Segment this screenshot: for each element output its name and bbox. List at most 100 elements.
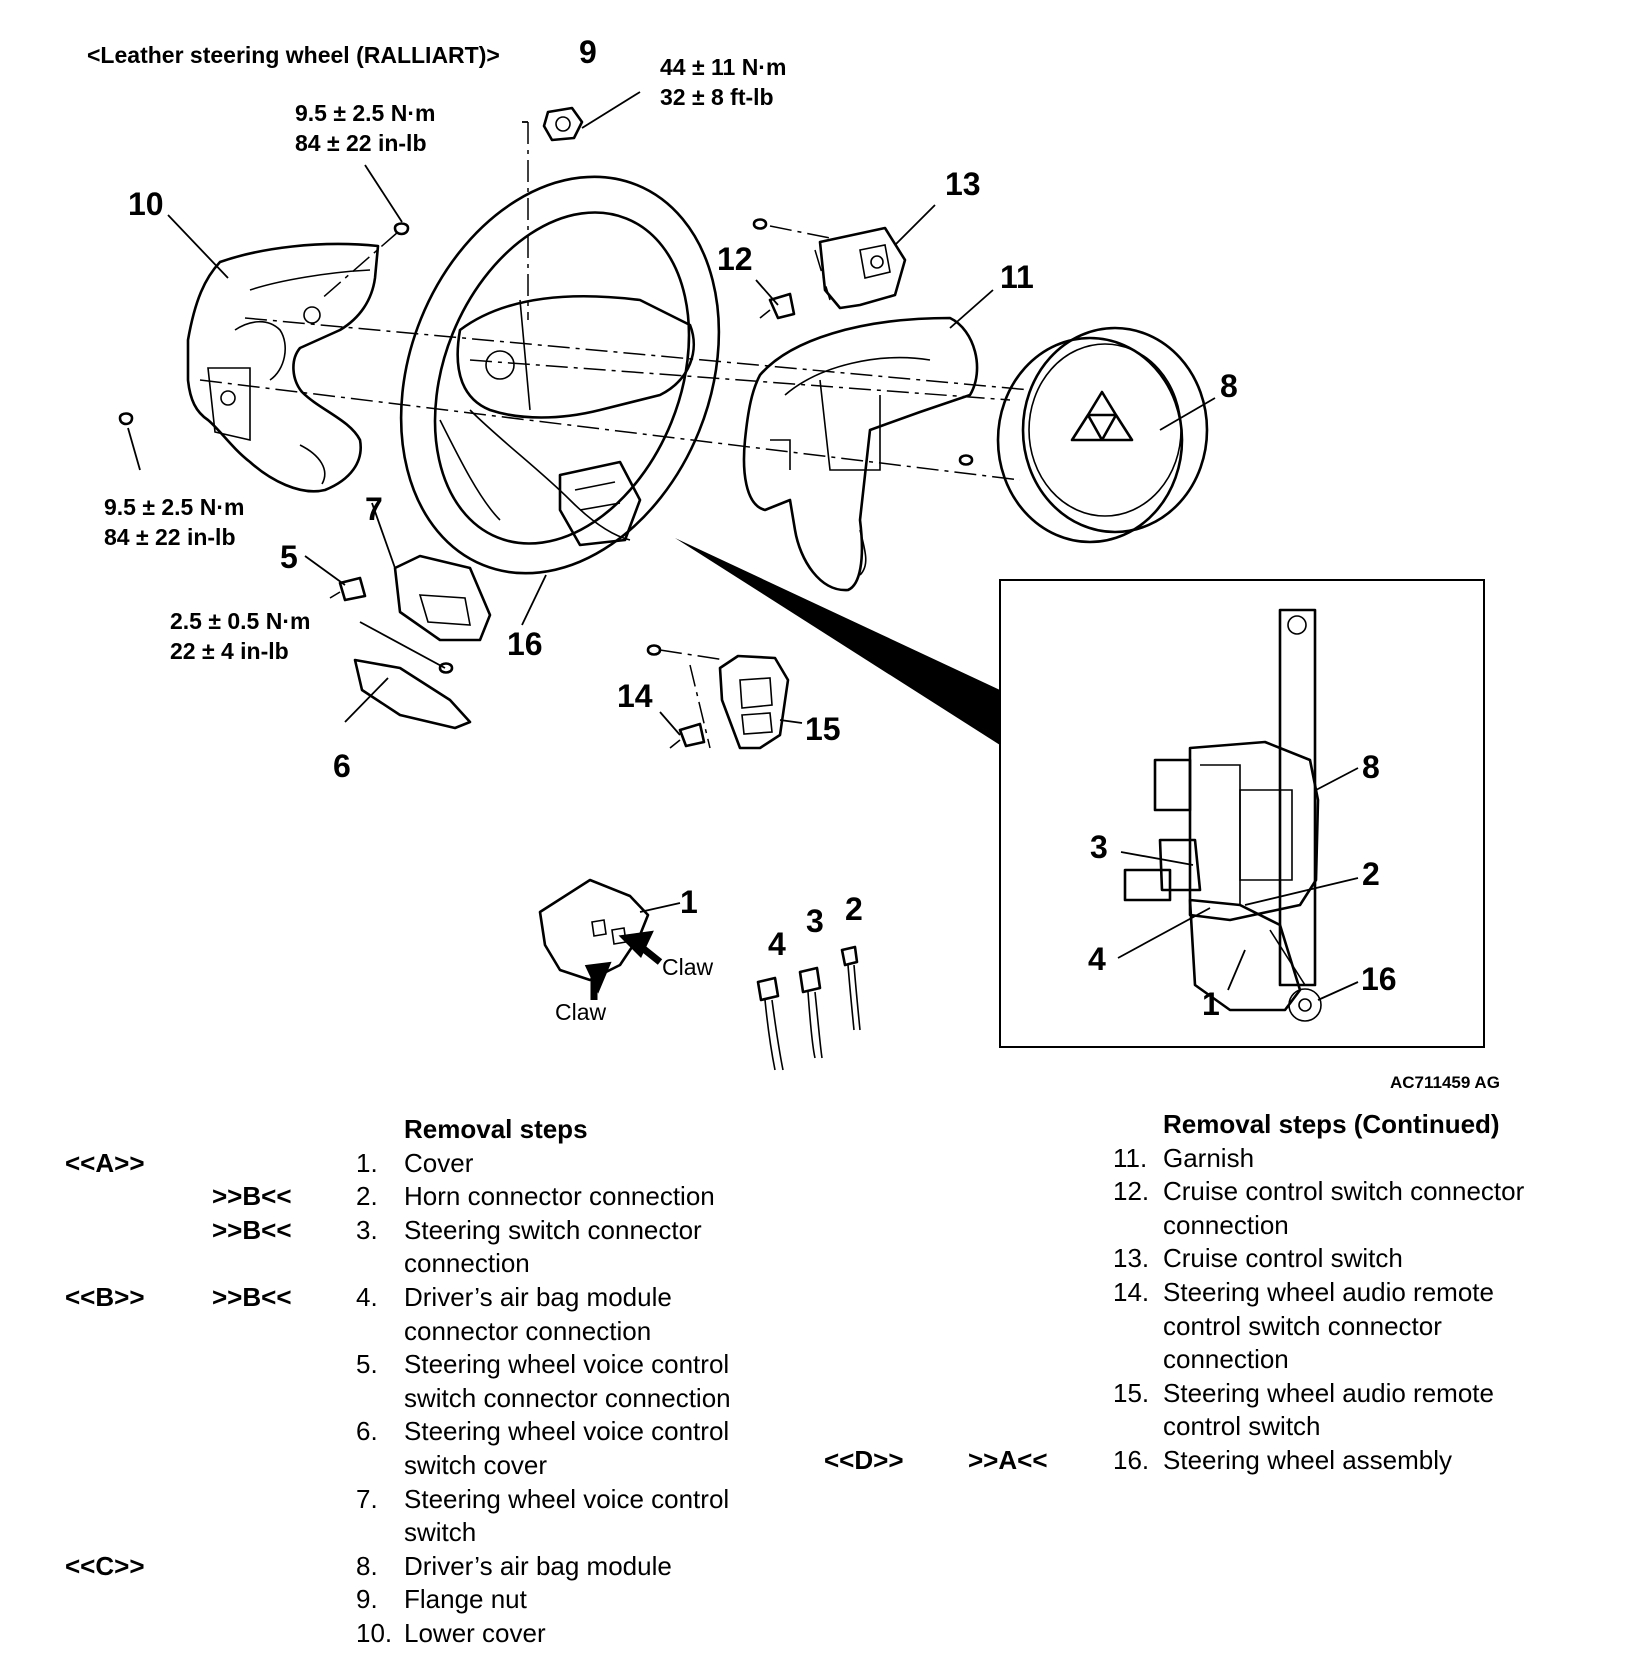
removal-step-11: 11. Garnish [0, 1142, 1543, 1176]
bolt-garnish [958, 454, 974, 466]
removal-step-text: Steering wheel voice control switch [404, 1483, 730, 1548]
removal-step-12: 12. Cruise control switch connector conne… [0, 1175, 1543, 1242]
callout-7: 7 [365, 491, 383, 527]
figure-code: AC711459 AG [1390, 1073, 1500, 1090]
removal-step-text: Steering wheel audio remote control swit… [1163, 1377, 1494, 1442]
removal-step-text: Garnish [1163, 1142, 1255, 1173]
inset-detail [999, 579, 1485, 1048]
removal-step-10: 10. Lower cover [0, 1617, 764, 1651]
callout-9: 9 [579, 34, 597, 70]
inset-callout-8: 8 [1362, 749, 1380, 785]
inset-callout-16: 16 [1361, 961, 1397, 997]
removal-step-text: Lower cover [404, 1617, 546, 1648]
removal-step-1: <<A>> 1. Cover [0, 1147, 764, 1181]
callout-4: 4 [768, 926, 786, 962]
callout-10: 10 [128, 186, 164, 222]
removal-step-7: 7. Steering wheel voice control switch [0, 1483, 764, 1550]
removal-step-4: <<B>> >>B<< 4. Driver’s air bag module conn… [0, 1281, 764, 1348]
removal-step-text: Cover [404, 1147, 474, 1178]
removal-step-c1: <<B>> [65, 1281, 145, 1312]
lower-cover-drawing [186, 242, 380, 493]
alignment-lines [199, 122, 1031, 749]
removal-step-5: 5. Steering wheel voice control switch co… [0, 1348, 764, 1415]
torque-lower-cover-top-1: 9.5 ± 2.5 N·m [295, 100, 435, 126]
torque-lower-cover-side-2: 84 ± 22 in-lb [104, 524, 236, 550]
removal-step-text: Steering wheel voice control switch cove… [404, 1416, 730, 1480]
callout-11: 11 [1000, 259, 1034, 295]
callout-13: 13 [945, 166, 981, 202]
removal-step-9: 9. Flange nut [0, 1583, 764, 1617]
leader-lines [127, 91, 1216, 736]
inset-pointer [675, 538, 1000, 745]
connectors-234 [756, 945, 861, 1071]
removal-step-num: 11. [1113, 1142, 1148, 1173]
removal-step-num: 2. [356, 1181, 378, 1212]
callout-2: 2 [845, 891, 863, 927]
inset-callout-2: 2 [1362, 856, 1380, 892]
removal-step-num: 12. [1113, 1176, 1150, 1207]
removal-steps-heading: Removal steps [404, 1114, 588, 1144]
torque-voice-switch-2: 22 ± 4 in-lb [170, 638, 289, 664]
removal-step-13: 13. Cruise control switch [0, 1242, 1543, 1276]
removal-step-num: 6. [356, 1416, 378, 1447]
removal-step-num: 5. [356, 1349, 378, 1380]
removal-step-num: 3. [356, 1214, 378, 1245]
removal-step-c2: >>A<< [968, 1444, 1048, 1475]
removal-step-c1: <<D>> [824, 1444, 904, 1475]
removal-step-text: Steering wheel assembly [1163, 1444, 1453, 1475]
removal-step-num: 16. [1113, 1444, 1150, 1475]
callout-1: 1 [680, 884, 698, 920]
diagram-title: <Leather steering wheel (RALLIART)> [87, 42, 500, 68]
callout-6: 6 [333, 748, 351, 784]
removal-step-num: 10. [356, 1617, 393, 1648]
torque-flange-nut-1: 44 ± 11 N·m [660, 54, 786, 80]
removal-steps-right: Removal steps (Continued) 11. Garnish 12. C… [0, 1108, 1632, 1478]
removal-step-text: Steering switch connector connection [404, 1214, 702, 1279]
removal-step-num: 15. [1113, 1377, 1150, 1408]
callout-12: 12 [717, 241, 753, 277]
flange-nut-drawing [542, 106, 584, 142]
inset-callout-3: 3 [1090, 829, 1108, 865]
removal-step-c2: >>B<< [212, 1281, 292, 1312]
claw-label-left: Claw [555, 999, 607, 1025]
removal-step-14: 14. Steering wheel audio remote control s… [0, 1276, 1543, 1377]
removal-steps-left-rows: <<A>>1.Cover>>B<<2.Horn connector connec… [0, 1147, 800, 1651]
callout-8: 8 [1220, 368, 1238, 404]
removal-step-text: Steering wheel audio remote control swit… [1163, 1276, 1494, 1375]
removal-step-c2: >>B<< [212, 1214, 292, 1245]
removal-step-num: 1. [356, 1147, 378, 1178]
removal-step-num: 9. [356, 1584, 378, 1615]
exploded-diagram: <Leather steering wheel (RALLIART)> [87, 34, 1500, 1090]
torque-lower-cover-side-1: 9.5 ± 2.5 N·m [104, 494, 244, 520]
removal-step-c2: >>B<< [212, 1181, 292, 1212]
removal-step-text: Steering wheel voice control switch conn… [404, 1349, 731, 1413]
removal-step-3: >>B<< 3. Steering switch connector connect… [0, 1214, 764, 1281]
airbag-module-drawing [996, 326, 1209, 544]
removal-step-c1: <<A>> [65, 1147, 145, 1178]
removal-steps-heading-continued: Removal steps (Continued) [1163, 1109, 1500, 1139]
removal-steps-left: Removal steps <<A>>1.Cover>>B<<2.Horn co… [0, 1113, 800, 1651]
removal-step-text: Driver’s air bag module connector connec… [404, 1281, 672, 1346]
callout-3: 3 [806, 903, 824, 939]
removal-step-c1: <<C>> [65, 1550, 145, 1581]
steering-wheel-drawing [399, 175, 721, 575]
removal-step-num: 13. [1113, 1243, 1150, 1274]
inset-callout-1: 1 [1202, 986, 1220, 1022]
callout-15: 15 [805, 711, 841, 747]
bolt-side [118, 412, 134, 426]
removal-step-15: 15. Steering wheel audio remote control s… [0, 1377, 1543, 1444]
callout-5: 5 [280, 539, 298, 575]
claw-label-right: Claw [662, 954, 714, 980]
removal-steps-right-rows: 11. Garnish 12. Cruise control switch conne… [0, 1142, 1632, 1478]
removal-step-num: 7. [356, 1483, 378, 1514]
torque-voice-switch-1: 2.5 ± 0.5 N·m [170, 608, 310, 634]
garnish-drawing [742, 316, 979, 592]
removal-step-num: 14. [1113, 1276, 1150, 1307]
removal-step-8: <<C>>8.Driver’s air bag module [0, 1550, 764, 1584]
removal-step-text: Cruise control switch [1163, 1243, 1403, 1274]
removal-step-text: Cruise control switch connector connecti… [1163, 1176, 1525, 1240]
removal-step-text: Flange nut [404, 1584, 527, 1615]
removal-step-num: 4. [356, 1281, 378, 1312]
removal-step-text: Driver’s air bag module [404, 1550, 672, 1581]
removal-step-16: <<D>> >>A<< 16. Steering wheel assembly [0, 1444, 1543, 1478]
